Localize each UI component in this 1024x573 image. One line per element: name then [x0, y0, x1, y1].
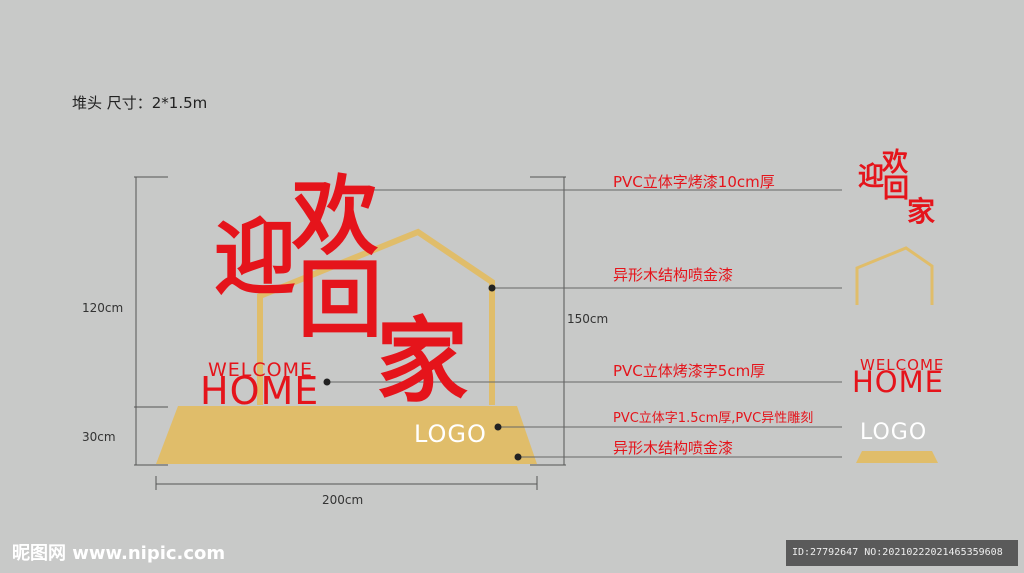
dimension-lower-height: 30cm: [82, 430, 116, 444]
watermark-id: ID:27792647 NO:20210222021465359608: [786, 540, 1018, 566]
house-frame: [257, 228, 495, 405]
preview-char-hui: 回: [883, 174, 910, 204]
preview-home-text: HOME: [852, 365, 944, 399]
preview-house-frame: [855, 246, 934, 305]
home-text: HOME: [200, 369, 320, 413]
char-jia: 家: [376, 308, 469, 415]
bottom-dimension-lines: [155, 476, 538, 490]
welcome-text: WELCOME: [208, 359, 313, 381]
dimension-upper-height: 120cm: [82, 301, 124, 315]
dimension-width: 200cm: [322, 493, 364, 507]
char-huan: 欢: [292, 167, 378, 267]
callout-wood-frame: 异形木结构喷金漆: [613, 266, 734, 284]
callout-pvc-10cm: PVC立体字烤漆10cm厚: [613, 173, 775, 191]
base-platform: [156, 406, 537, 464]
callout-dots: [323, 186, 522, 461]
preview-logo-text: LOGO: [860, 420, 928, 445]
char-hui: 回: [298, 251, 383, 349]
char-ying: 迎: [214, 211, 297, 306]
callout-leaders: [327, 189, 842, 458]
callout-pvc-1-5cm: PVC立体字1.5cm厚,PVC异性雕刻: [613, 411, 814, 426]
preview-char-ying: 迎: [858, 162, 885, 192]
preview-welcome-text: WELCOME: [860, 356, 945, 374]
page-title: 堆头 尺寸：2*1.5m: [72, 94, 208, 112]
preview-char-jia: 家: [907, 195, 936, 228]
callout-pvc-5cm: PVC立体烤漆字5cm厚: [613, 362, 766, 380]
logo-text: LOGO: [414, 420, 487, 448]
watermark-site: 昵图网 www.nipic.com: [12, 543, 226, 564]
preview-char-huan: 欢: [882, 148, 909, 178]
preview-base: [856, 451, 938, 463]
right-dimension-lines: [530, 176, 566, 466]
left-dimension-lines: [134, 176, 168, 466]
callout-wood-base: 异形木结构喷金漆: [613, 439, 734, 457]
dimension-total-height: 150cm: [567, 312, 609, 326]
